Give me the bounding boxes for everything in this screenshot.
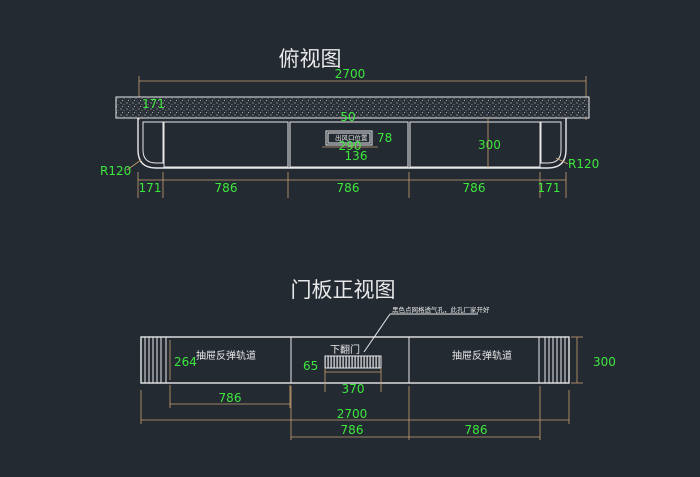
front-cabinet-body (140, 336, 570, 384)
slot-width-label: 290 (339, 139, 362, 153)
top-view-title: 俯视图 (279, 47, 342, 71)
cabinet-2-width-label: 786 (337, 181, 360, 195)
front-height-right-label: 300 (593, 355, 616, 369)
right-end-fluting (538, 337, 566, 383)
cabinet-body (137, 118, 567, 169)
overall-dimension-top: 2700 (138, 67, 587, 120)
front-view: 门板正视图 黑色点网格透气孔，此孔厂家开好 抽屉反弹 (140, 278, 616, 440)
front-overall-label: 2700 (337, 407, 368, 421)
bottom-dimension-chain: 171 786 786 786 171 (137, 172, 567, 198)
front-height-left-label: 264 (174, 355, 197, 369)
slot-label: 出风口位置 (335, 133, 368, 142)
radius-right-label: R120 (568, 157, 599, 171)
drawer-right-label: 抽屉反弹轨道 (452, 349, 512, 362)
vent-offset-label: 65 (303, 359, 318, 373)
slot-depth-label: 78 (377, 131, 392, 145)
slot-inner-label: 136 (345, 149, 368, 163)
vent-grille (324, 355, 382, 369)
top-view: 俯视图 2700 171 出风口位置 50 290 136 (100, 47, 599, 198)
end-right-label: 171 (538, 181, 561, 195)
cabinet-1-width-label: 786 (215, 181, 238, 195)
top-thickness-label: 171 (142, 97, 165, 111)
depth-label: 300 (478, 138, 501, 152)
vent-note: 黑色点网格透气孔，此孔厂家开好 (392, 305, 490, 314)
drawer-left-label: 抽屉反弹轨道 (196, 349, 256, 362)
left-panel-width-label: 786 (219, 391, 242, 405)
slot-inset-label: 50 (340, 110, 355, 124)
overall-width-label: 2700 (335, 67, 366, 81)
flip-door-label: 下翻门 (330, 343, 360, 356)
left-end-fluting (144, 337, 167, 383)
countertop-slab (115, 96, 590, 119)
front-view-title: 门板正视图 (291, 278, 396, 302)
cabinet-3-width-label: 786 (463, 181, 486, 195)
bottom-right-width-label: 786 (465, 423, 488, 437)
bottom-mid-width-label: 786 (341, 423, 364, 437)
end-left-label: 171 (139, 181, 162, 195)
radius-left-label: R120 (100, 164, 131, 178)
vent-width-label: 370 (342, 382, 365, 396)
air-outlet-slot: 出风口位置 50 290 136 78 (322, 110, 392, 163)
